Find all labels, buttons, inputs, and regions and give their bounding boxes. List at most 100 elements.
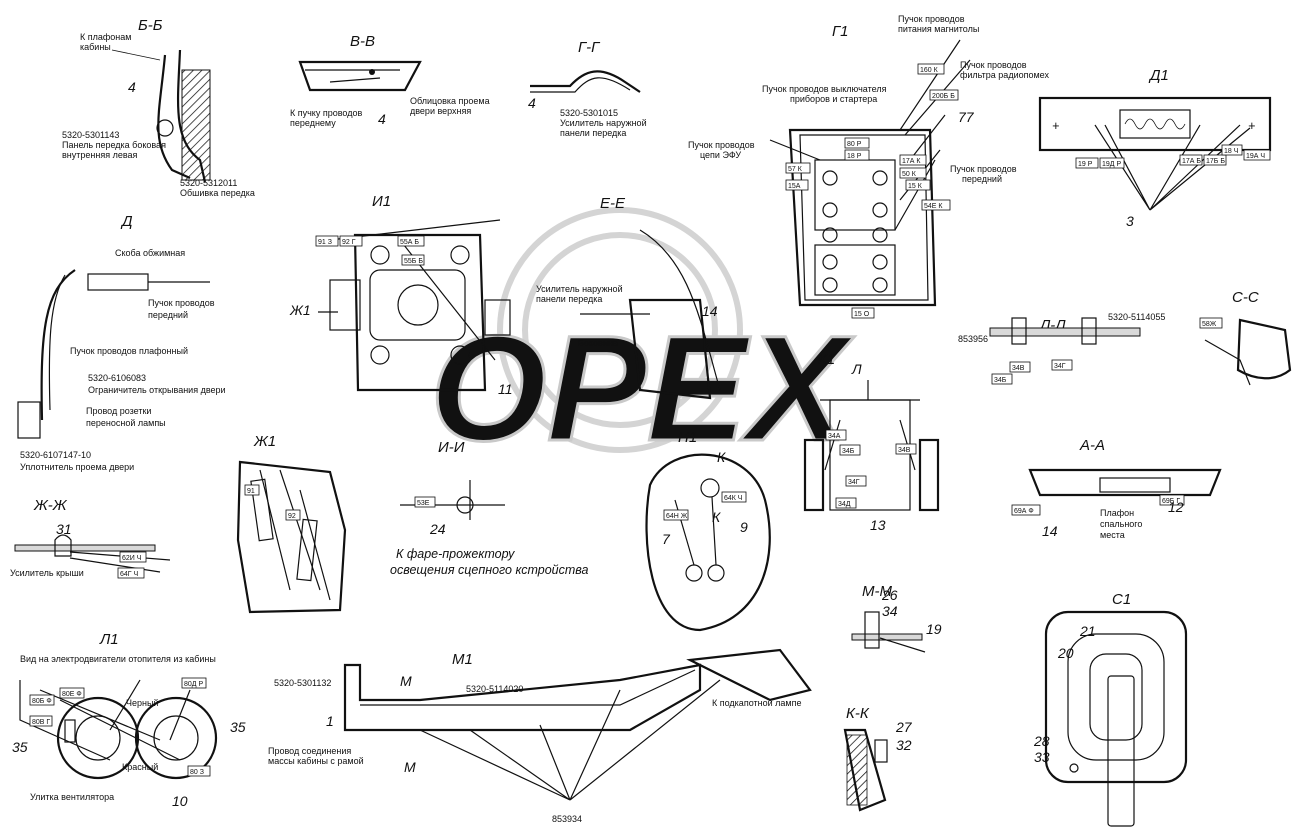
d-l3: Пучок проводов плафонный [70,346,188,356]
n1-wires [674,496,717,566]
section-zhzh: Ж-Ж 31 Усилитель крыши 62И Ч 64Г Ч [10,497,171,579]
m1-marker-bottom: М [404,759,416,775]
d-l2b: передний [148,310,188,320]
section-c1: С1 21 20 28 33 [1033,591,1188,827]
i1-tag-1: 92 Г [342,239,356,246]
m1-part2: 5320-5114020 [466,684,523,694]
ee-l1: Усилитель наружной [536,284,623,294]
section-g1: Г1 Пучок проводов питания магнитолы Пучо… [688,14,1049,319]
g1-tag-8: 15 К [908,183,923,190]
vv-label2: Облицовка проема [410,96,490,106]
g1-l1b: питания магнитолы [898,24,979,34]
d1-element [1119,109,1191,139]
i1-tag-0: 91 З [318,239,332,246]
ii-tag: 53Е [417,500,430,507]
g1-tag-9: 54Е К [924,203,943,210]
aa-num2: 12 [1168,499,1184,515]
section-l1-title: Л1 [99,631,119,648]
d1-tag-2: 17А Б [1182,158,1201,165]
kk-num-0: 27 [895,719,913,735]
zhzh-clip [54,534,72,557]
g1-num: 77 [958,109,975,125]
g1-l5b: передний [962,174,1002,184]
g1-panel-inner [799,134,929,301]
l1-tag-1: 80Е Ф [62,691,82,698]
zhzh-label: Усилитель крыши [10,568,84,578]
section-aa-title: А-А [1079,437,1105,454]
watermark-gear-inner [522,232,718,428]
aa-tag-0: 69А Ф [1014,508,1034,515]
m1-num: 1 [326,713,334,729]
l1-snail: Улитка вентилятора [30,792,114,802]
section-d1: Д1 + + 3 19 Р 19Д Р 17А Б 17Б Б 18 Ч 19А… [1038,67,1272,229]
g1-tag-3: 18 Р [847,153,862,160]
gg-panel2 [530,77,631,93]
section-m1: М1 5320-5301132 5320-5114020 К подкапотн… [268,648,812,824]
gg-part-name: Усилитель наружной [560,118,647,128]
ss-body [1236,318,1292,380]
gg-part-name2: панели передка [560,128,626,138]
g1-l5: Пучок проводов [950,164,1017,174]
d-harness [48,274,66,411]
section-g1-title: Г1 [832,23,849,40]
watermark-gear [497,207,743,453]
bb-part2-no: 5320-5312011 [180,178,237,188]
l1-tag-3: 80В Г [32,719,50,726]
m1-wire: Провод соединения [268,746,351,756]
k1-tag-4: 34Д [838,501,851,508]
section-c1-title: С1 [1112,591,1131,608]
section-ii: И-И 53Е 24 К фаре-прожектору освещения с… [390,439,589,577]
aa-num1: 14 [1042,523,1058,539]
d-l6b: Уплотнитель проема двери [20,462,134,472]
i1-zh: Ж1 [289,302,311,318]
g1-l3: Пучок проводов выключателя [762,84,887,94]
mm-plate [851,633,923,641]
section-vv: В-В К пучку проводов переднему Облицовка… [290,33,490,128]
m1-beam [343,663,702,732]
g1-tags: 160 К 200Б Б 80 Р 18 Р 57 К 17А К 50 К 1… [785,63,959,319]
section-k1: К1 Л 13 34А 34Б 34В 34Г 34Д [803,351,940,533]
c1-num-2: 28 [1033,733,1050,749]
mm-num-0: 26 [881,587,898,603]
d-l4: 5320-6106083 [88,373,146,383]
d-l4b: Ограничитель открывания двери [88,385,226,395]
bb-part-no: 5320-5301143 [62,130,119,140]
i1-tag-3: 55Б Б [404,258,423,265]
section-i1-title: И1 [372,193,391,210]
bb-trim [181,69,211,181]
section-bb-title: Б-Б [138,17,163,34]
vv-label1b: переднему [290,118,336,128]
kk-num-1: 32 [896,737,912,753]
m1-lamp-bracket [686,648,812,702]
ll-tag-2: 34Б [994,377,1007,384]
zh1-wires [259,469,331,601]
vv-label2b: двери верхняя [410,106,471,116]
gg-panel [530,70,641,93]
k1-tag-0: 34А [828,433,841,440]
d-l5b: переносной лампы [86,418,166,428]
section-kk-title: К-К [846,705,870,722]
gg-part-no: 5320-5301015 [560,108,618,118]
d1-lamp [1038,96,1272,152]
vv-num: 4 [378,111,386,127]
d-l6: 5320-6107147-10 [20,450,91,460]
section-d-title: Д [120,213,133,230]
c1-frame [1067,633,1165,761]
g1-tag-5: 17А К [902,158,921,165]
aa-tube [1099,477,1171,493]
bb-panel [157,54,191,180]
i1-tag-2: 55А Б [400,239,419,246]
ii-caption2: освещения сцепного кстройства [390,563,589,577]
g1-tag-2: 80 Р [847,141,862,148]
g1-tag-0: 160 К [920,67,939,74]
aa-l1c: места [1100,530,1125,540]
section-ee: Е-Е Усилитель наружной панели передка Бо… [536,195,721,400]
zhzh-tag-1: 64Г Ч [120,571,139,578]
section-gg: Г-Г 4 5320-5301015 Усилитель наружной па… [528,39,647,138]
mm-bolt [864,611,880,649]
c1-hole [1069,763,1079,773]
zhzh-roof [14,544,156,552]
section-ii-title: И-И [438,439,465,456]
ll-bolt2 [1081,317,1097,345]
section-bb: Б-Б К плафонам кабины 4 5320-5301143 Пан… [62,17,255,198]
